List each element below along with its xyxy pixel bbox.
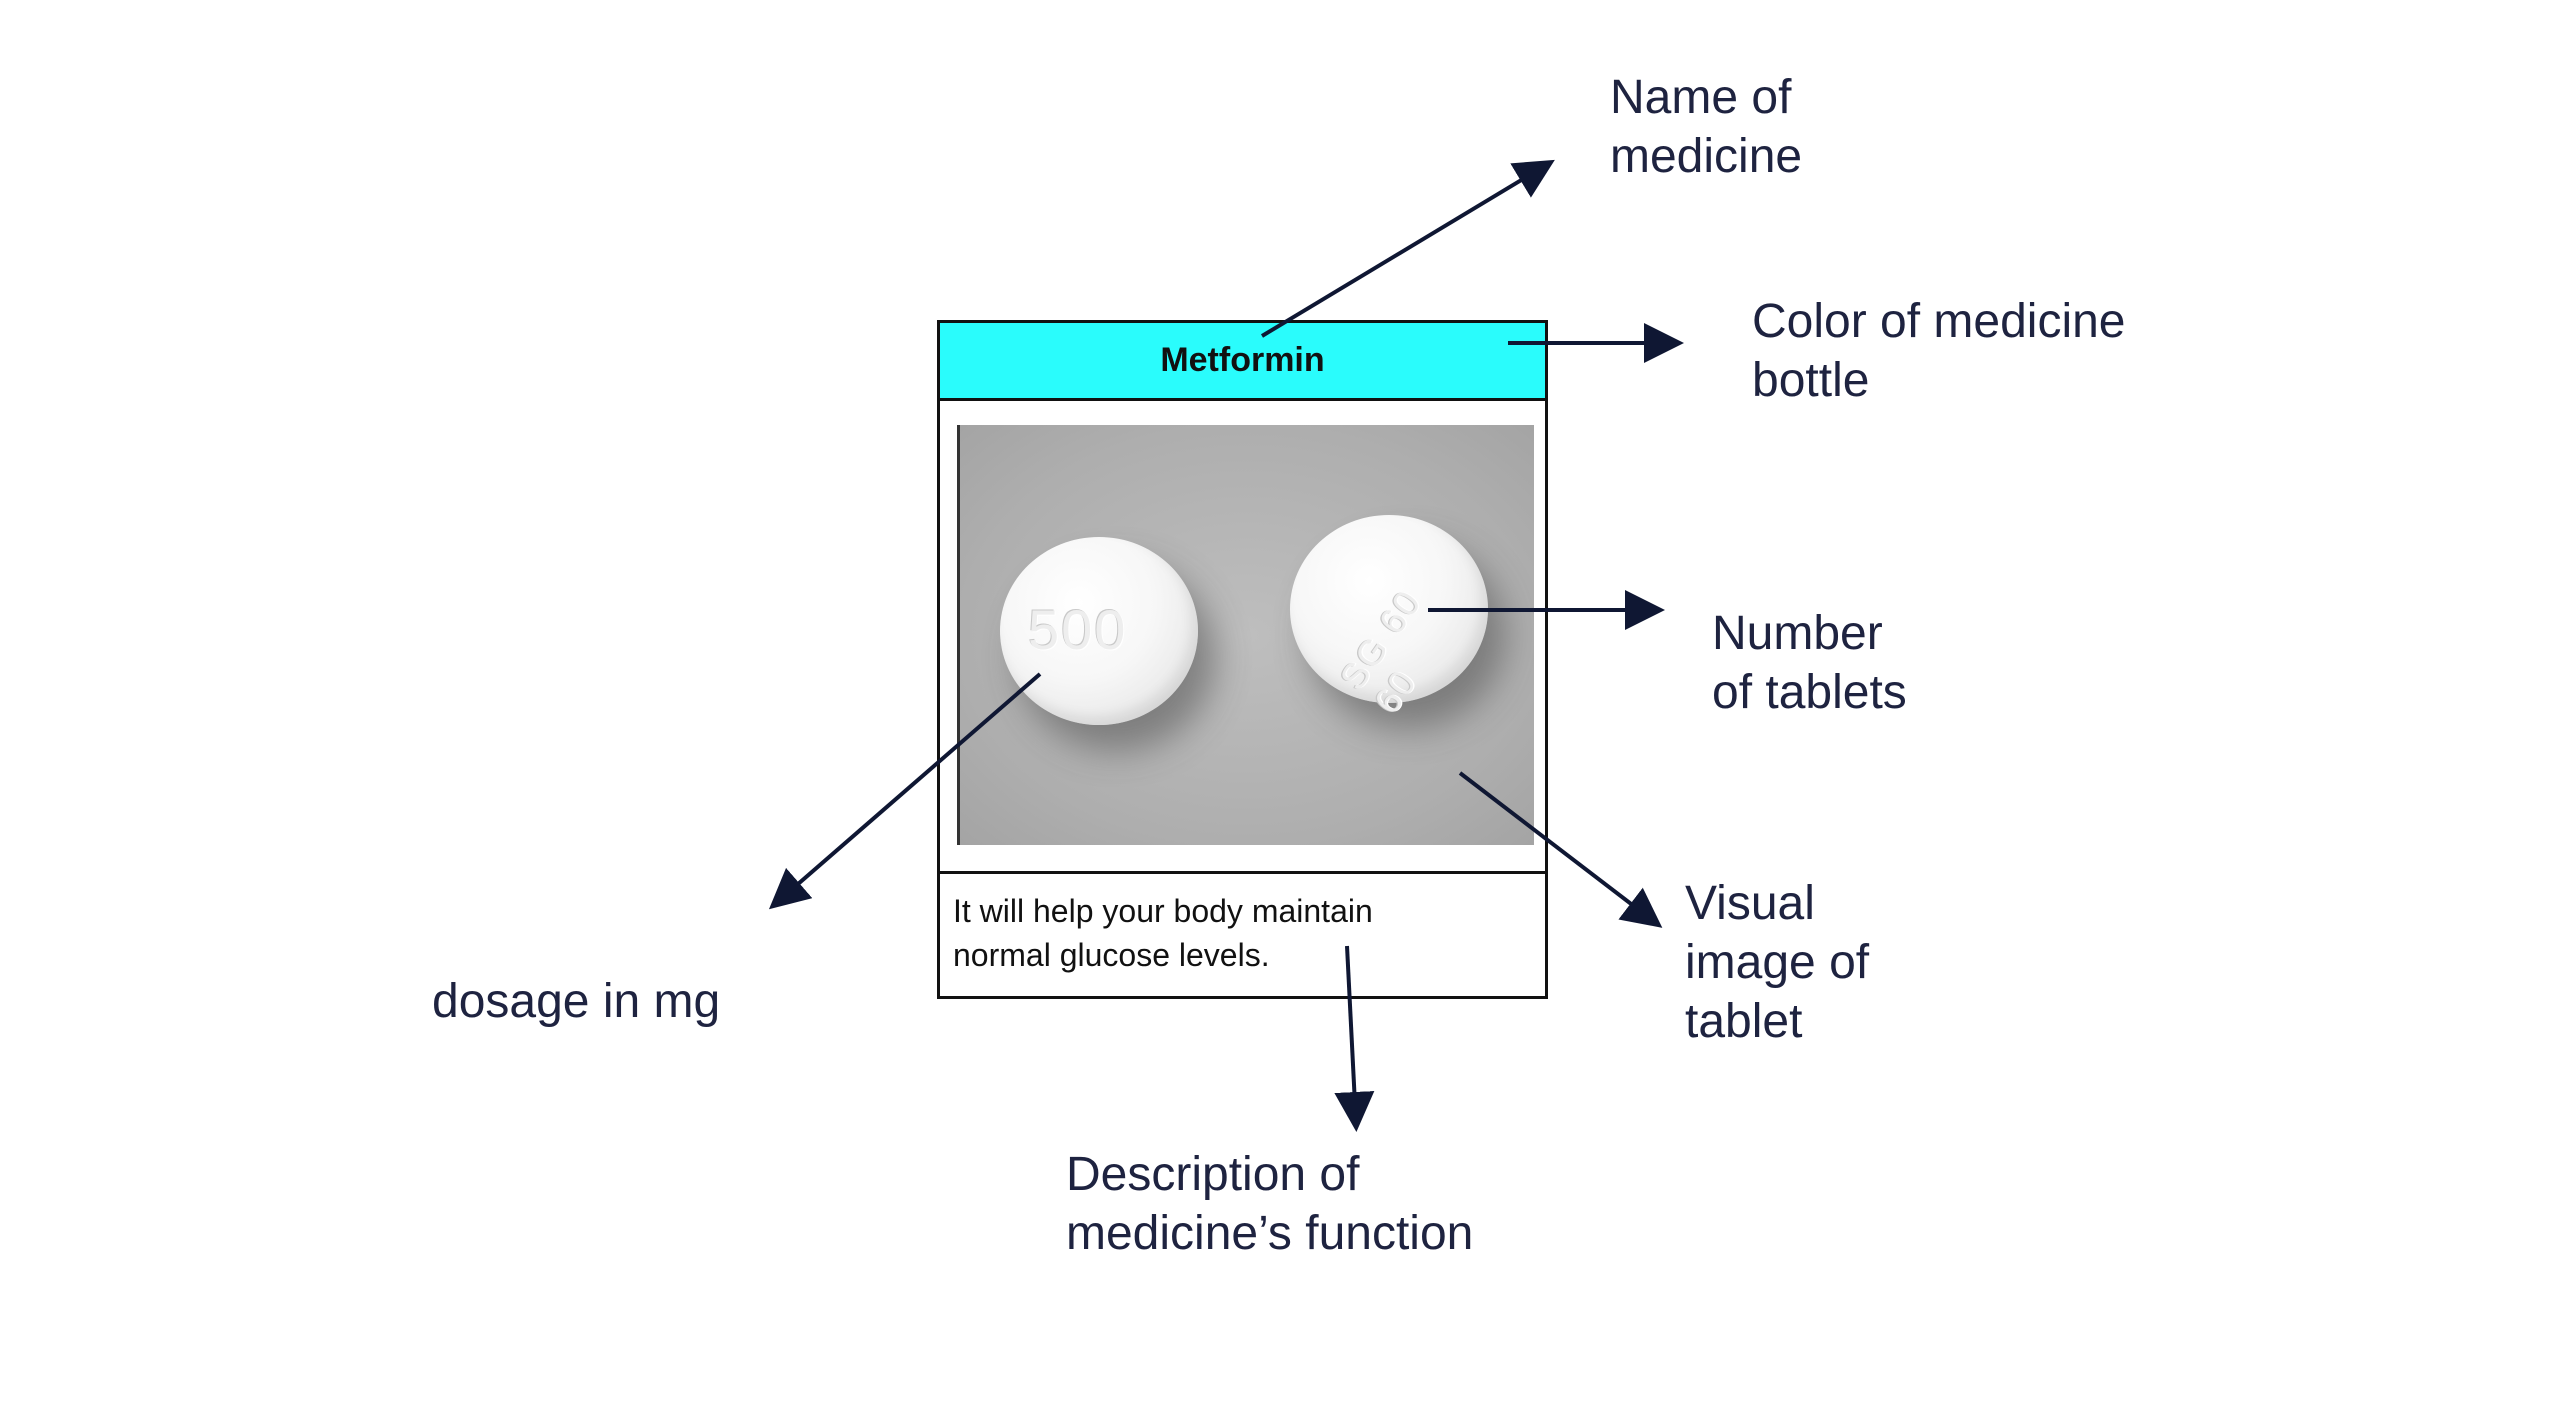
arrow-to-description (1334, 945, 1375, 1132)
tablet-left: 500 (1000, 537, 1198, 725)
arrow-to-visual (1458, 771, 1663, 928)
callout-dosage: dosage in mg (432, 975, 721, 1028)
callout-color-of-bottle: Color of medicine bottle (1752, 295, 2126, 407)
medicine-card: Metformin 500 SG 60 60 It will help your… (937, 320, 1548, 999)
tablet-photo: 500 SG 60 60 (957, 425, 1534, 845)
arrow-to-dosage (768, 672, 1042, 910)
card-divider (940, 871, 1545, 874)
medicine-description: It will help your body maintain normal g… (953, 893, 1373, 973)
callout-description: Description of medicine’s function (1066, 1148, 1474, 1260)
callout-visual-image: Visual image of tablet (1685, 877, 1870, 1048)
medicine-card-header: Metformin (940, 323, 1545, 401)
callout-number-of-tablets: Number of tablets (1712, 607, 1907, 719)
arrow-to-name (1260, 159, 1555, 338)
medicine-name: Metformin (1160, 341, 1325, 379)
tablet-imprint-dosage: 500 (1028, 598, 1128, 661)
callout-name-of-medicine: Name of medicine (1610, 71, 1803, 183)
